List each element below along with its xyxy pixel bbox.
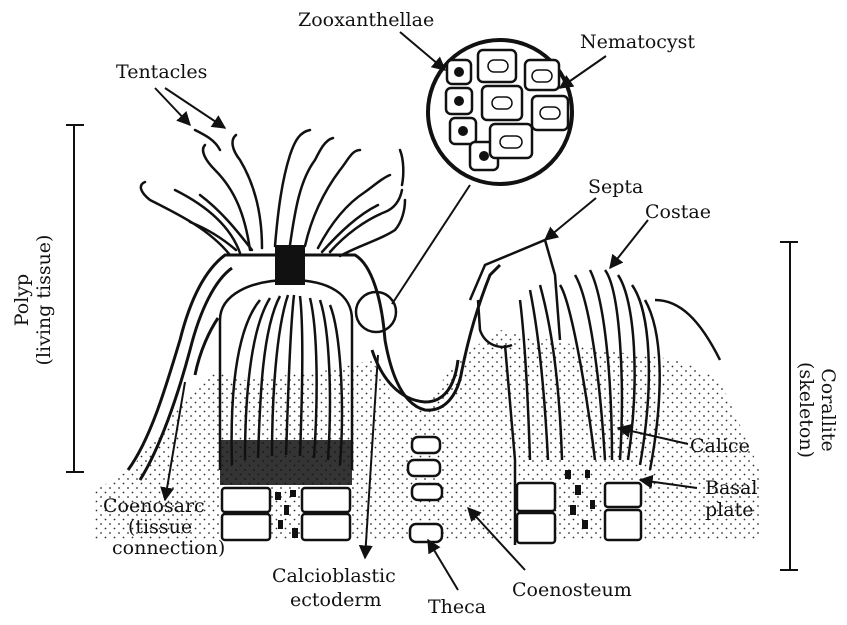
label-corallite-sub: (skeleton) <box>795 362 817 458</box>
arrow-septa <box>545 198 596 240</box>
arrow-zooxanthellae <box>400 32 445 70</box>
label-polyp: Polyp <box>11 274 33 326</box>
label-theca: Theca <box>428 596 486 618</box>
label-basal-line2: plate <box>705 499 753 521</box>
label-calcio-line2: ectoderm <box>290 589 381 611</box>
label-corallite: Corallite <box>817 368 839 452</box>
tentacles <box>141 130 405 256</box>
label-coenosarc-line1: Coenosarc <box>103 495 205 517</box>
label-calice: Calice <box>690 435 750 457</box>
label-coenosarc-line2: (tissue <box>128 516 192 538</box>
corallite-vertical-label: Corallite (skeleton) <box>795 362 839 458</box>
label-septa: Septa <box>588 176 643 198</box>
label-coenosteum: Coenosteum <box>512 579 632 601</box>
label-basal-line1: Basal <box>705 477 757 499</box>
label-tentacles: Tentacles <box>116 61 207 83</box>
label-coenosarc-line3: connection) <box>112 537 225 559</box>
arrow-nematocyst <box>560 56 606 88</box>
label-polyp-sub: (living tissue) <box>33 235 55 366</box>
polyp-bracket <box>66 125 84 472</box>
polyp-vertical-label: Polyp (living tissue) <box>11 235 55 366</box>
label-calcio-line1: Calcioblastic <box>272 565 396 587</box>
polyp-base-dark <box>220 440 352 485</box>
zoom-inset <box>428 40 572 184</box>
label-nematocyst: Nematocyst <box>580 31 695 53</box>
tissue-highlight-circle <box>356 292 396 332</box>
arrow-theca <box>428 540 458 590</box>
label-zooxanthellae: Zooxanthellae <box>298 9 434 31</box>
arrow-costae <box>610 220 648 268</box>
label-costae: Costae <box>645 201 711 223</box>
